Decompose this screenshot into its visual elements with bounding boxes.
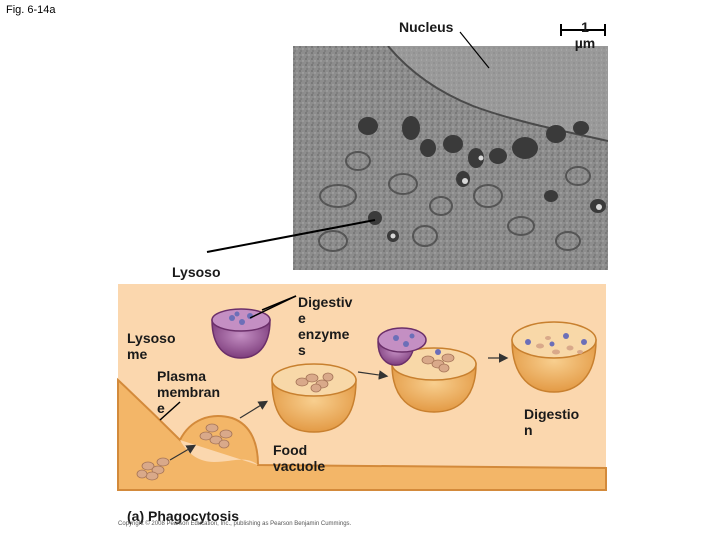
fused-vacuole [377,327,477,413]
figure-caption: (a) Phagocytosis [127,508,240,524]
lysosome-label: Lysoso me [127,330,176,362]
plasma-membrane-label: Plasma membran e [157,368,221,416]
food-particle-icon [136,457,170,481]
lysosome-icon [211,308,271,359]
nucleus-label: Nucleus [399,19,454,35]
food-vacuole-label: Food vacuole [273,442,326,474]
copyright-text: Copyright © 2008 Pearson Education, Inc.… [118,521,352,527]
digestion-label: Digestio n [524,406,580,438]
scale-bar-label: 1 µm [574,19,596,51]
digestive-enzymes-label: Digestiv e enzyme s [298,294,353,358]
figure-label: Fig. 6-14a [6,4,56,16]
digestion-vacuole [511,321,597,393]
food-vacuole [271,363,357,433]
plasma-membrane [117,377,607,491]
